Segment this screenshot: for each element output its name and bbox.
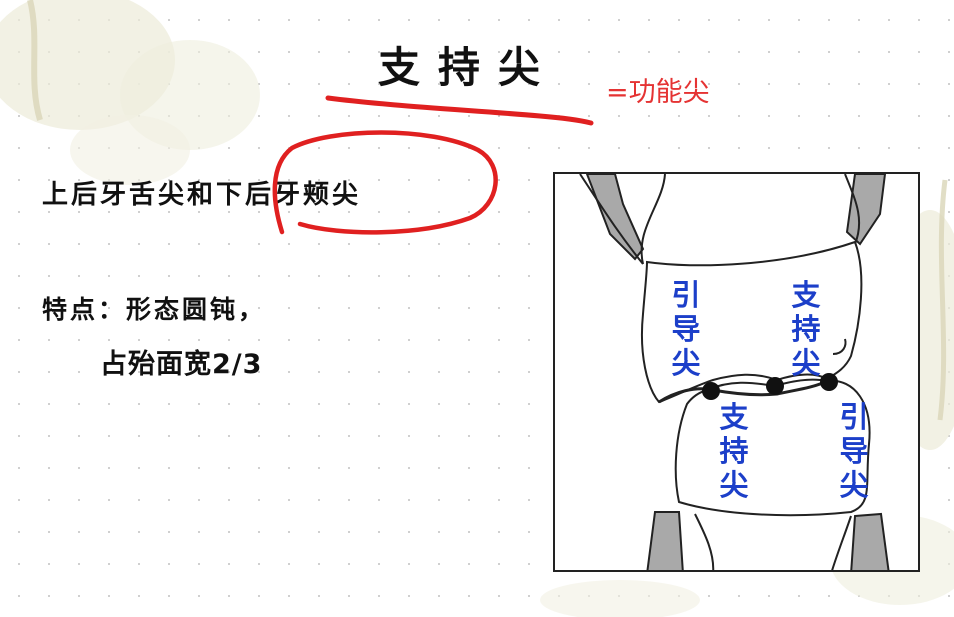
label-upper-left: 引导尖 — [671, 278, 701, 380]
contact-point-dot — [766, 377, 784, 395]
contact-point-dot — [820, 373, 838, 391]
label-lower-right: 引导尖 — [839, 400, 869, 502]
lower-tooth-crown — [674, 378, 871, 517]
contact-point-dot — [702, 382, 720, 400]
feature-text: 特点：形态圆钝， — [42, 295, 267, 324]
title-underline-mark — [325, 95, 594, 126]
feature-detail-text: 占殆面宽2/3 — [100, 349, 263, 380]
tooth-diagram: 引导尖 支持尖 支持尖 引导尖 — [553, 172, 920, 572]
definition-text: 上后牙舌尖和下后牙颊尖 — [42, 180, 362, 210]
slide-title: 支持尖 — [378, 43, 559, 92]
upper-tooth-crown — [640, 240, 863, 404]
label-upper-right: 支持尖 — [791, 278, 821, 380]
title-annotation: =功能尖 — [606, 77, 710, 108]
tooth-drawing — [579, 174, 890, 570]
label-lower-left: 支持尖 — [719, 400, 749, 502]
